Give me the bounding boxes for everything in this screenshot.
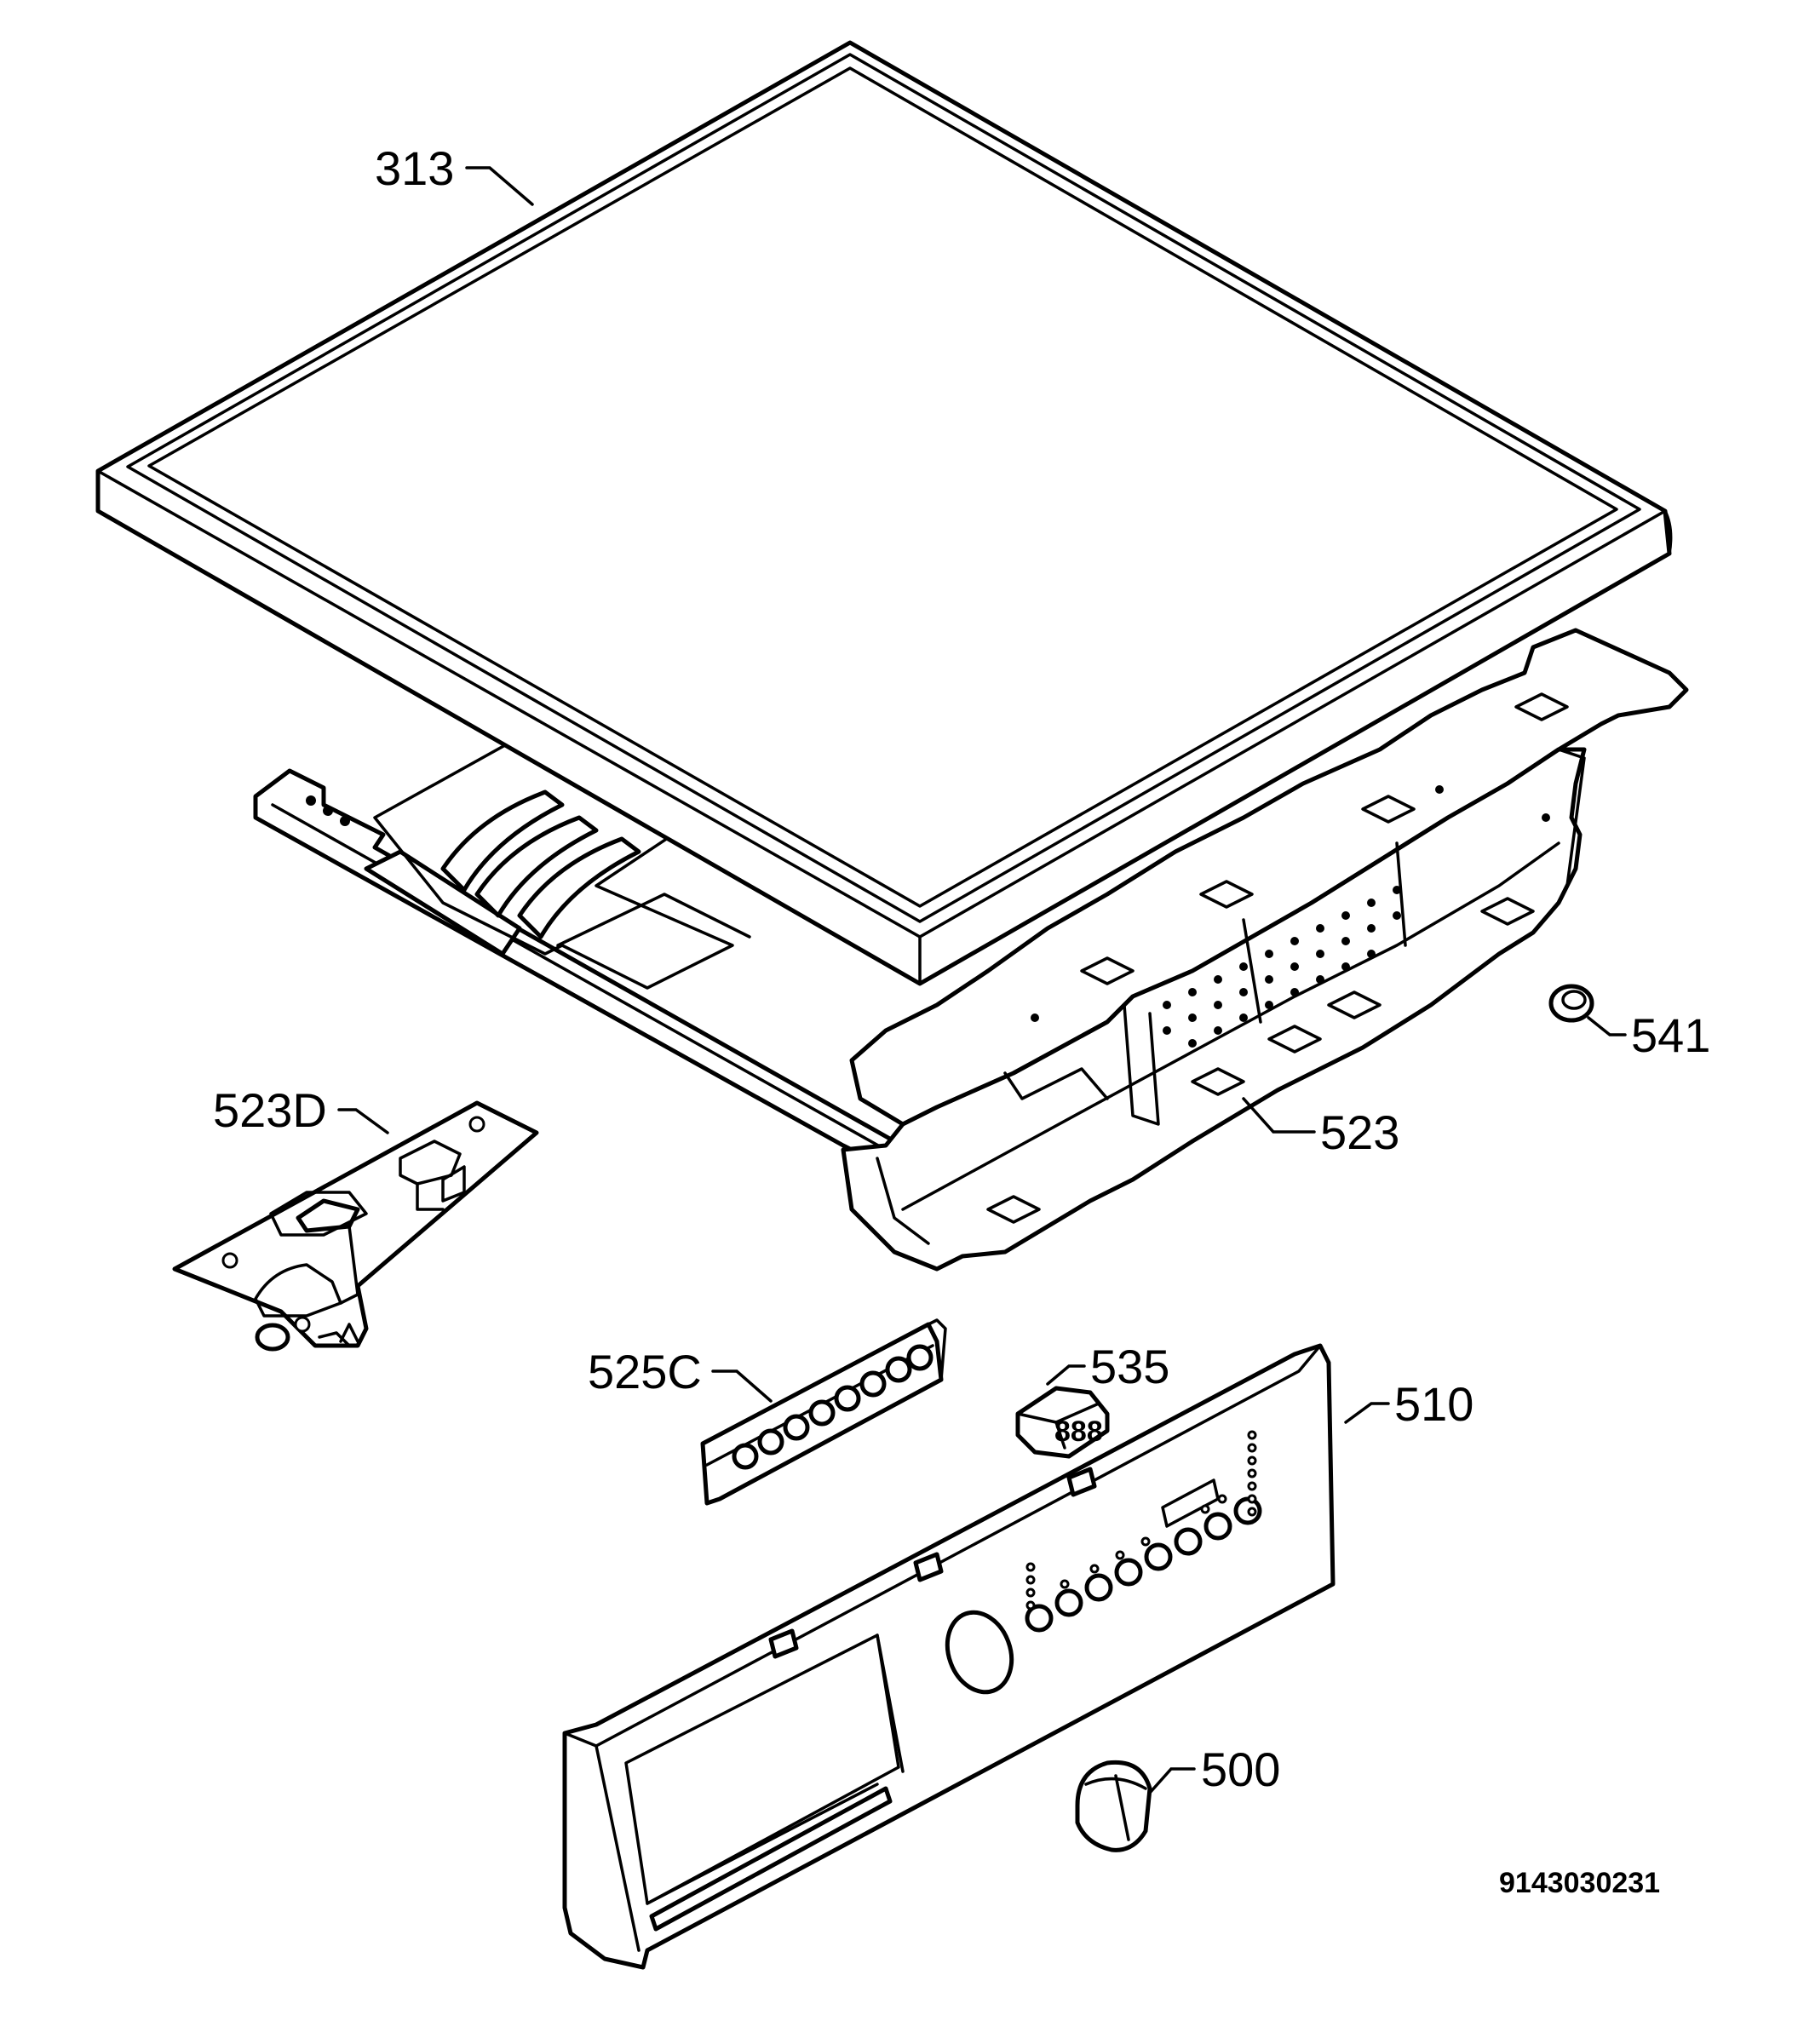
part-523D-bracket [172,1100,539,1352]
part-535-display: 888 [1015,1386,1110,1459]
leader-lines [337,166,1627,1794]
part-510-control-panel [562,1343,1336,1970]
callout-541: 541 [1631,1008,1710,1062]
drawing-number: 9143030231 [1499,1867,1660,1899]
vent-holes [1163,886,1401,1048]
part-500-knob [1075,1760,1152,1852]
callout-313: 313 [375,141,454,195]
callout-500: 500 [1201,1743,1280,1796]
part-525C-button-strip [700,1318,947,1506]
callout-510: 510 [1394,1377,1473,1431]
part-541-grommet [1548,984,1594,1023]
part-313-top-cover [95,40,1673,986]
callout-523D: 523D [213,1083,327,1137]
callout-523: 523 [1320,1105,1399,1159]
display-digits: 888 [1054,1415,1103,1448]
part-523-frame [253,628,1689,1272]
callout-535: 535 [1090,1340,1169,1393]
callout-525C: 525C [588,1345,702,1398]
